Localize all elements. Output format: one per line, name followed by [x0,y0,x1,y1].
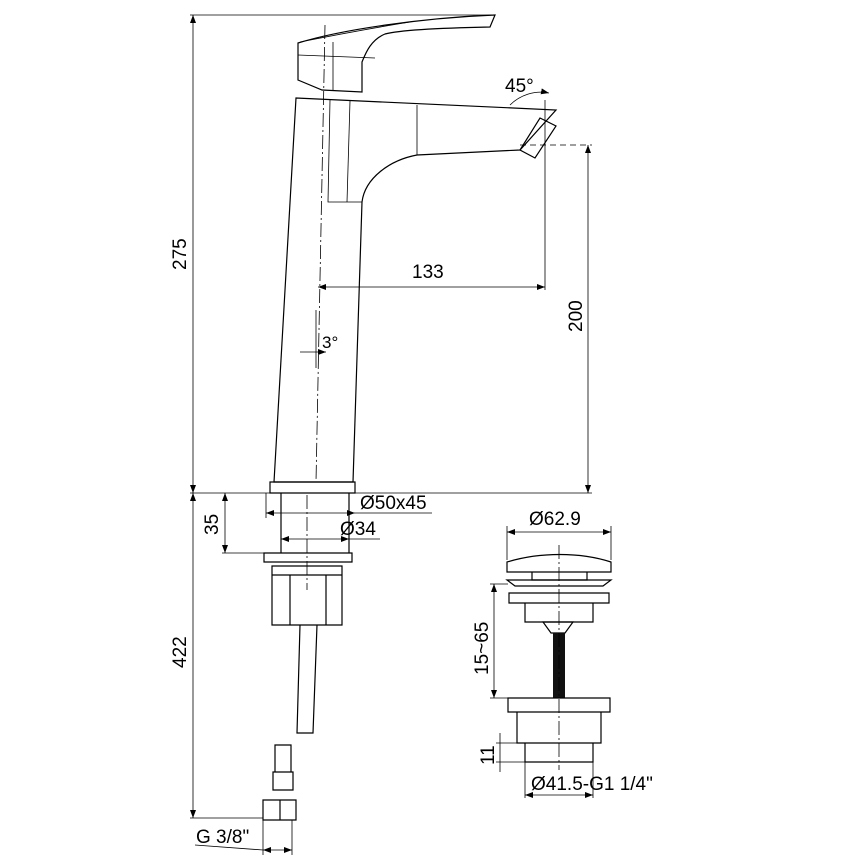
dim-35: 35 [202,514,223,535]
dim-200: 200 [566,300,587,332]
nut [271,565,343,626]
aerator [519,117,557,159]
base-ring [269,481,356,494]
dim-thread-spec: Ø41.5-G1 1/4" [531,774,653,795]
dim-275: 275 [170,238,191,270]
dim-base-ring: Ø50x45 [360,493,427,514]
dim-3-deg: 3° [322,333,338,352]
dim-45-deg: 45° [505,76,534,97]
faucet-mounting [262,493,353,821]
faucet-side-view [269,14,558,494]
shank [280,493,350,553]
flange [263,552,353,563]
dim-422: 422 [170,636,191,668]
dim-133: 133 [412,262,444,283]
hose-fitting [262,744,297,821]
dim-shank: Ø34 [340,519,376,540]
pop-up-drain: Ø62.9 15~65 11 Ø41.5-G1 1/4" [472,509,653,798]
dim-adjust-range: 15~65 [472,622,493,675]
dim-thread-length: 11 [478,745,499,765]
spout [273,97,558,483]
hose [296,624,318,734]
dim-hose-thread: G 3/8" [196,827,249,848]
faucet-dimensions: 275 200 133 45° 3° Ø50x45 Ø34 35 422 G 3… [170,14,592,855]
drain-cap [506,553,612,573]
dim-cap-diameter: Ø62.9 [529,509,581,530]
handle-lever [297,14,496,93]
